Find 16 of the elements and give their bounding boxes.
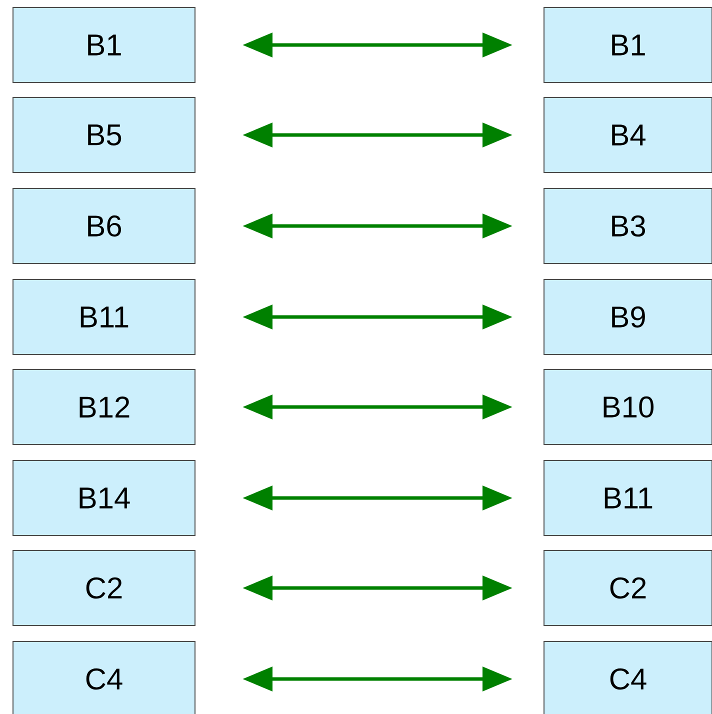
label-box: B4 xyxy=(544,97,712,173)
label-box: B6 xyxy=(12,188,196,264)
label-box: B5 xyxy=(12,97,196,173)
label-box: B1 xyxy=(12,7,196,83)
label-box: B9 xyxy=(544,279,712,355)
label-box: B14 xyxy=(12,460,196,536)
label-box: C4 xyxy=(544,641,712,714)
label-box: C2 xyxy=(544,550,712,626)
label-box: B12 xyxy=(12,369,196,445)
label-box: B11 xyxy=(544,460,712,536)
label-box: B3 xyxy=(544,188,712,264)
label-box: B10 xyxy=(544,369,712,445)
label-box: B11 xyxy=(12,279,196,355)
label-box: C4 xyxy=(12,641,196,714)
label-box: B1 xyxy=(544,7,712,83)
label-box: C2 xyxy=(12,550,196,626)
